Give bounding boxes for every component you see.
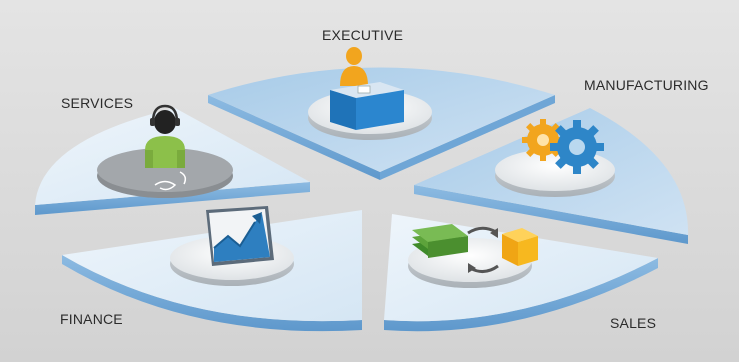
headset-agent-icon <box>145 104 187 191</box>
finance-label: FINANCE <box>60 311 123 327</box>
money-product-exchange-icon <box>412 224 538 273</box>
gears-icon <box>522 119 604 174</box>
services-label: SERVICES <box>61 95 134 111</box>
manufacturing-label: MANUFACTURING <box>584 77 709 93</box>
sales-label: SALES <box>610 315 657 331</box>
growth-chart-icon <box>206 206 274 266</box>
person-at-desk-icon <box>330 47 404 130</box>
executive-label: EXECUTIVE <box>322 27 404 43</box>
platform-services <box>97 148 233 198</box>
